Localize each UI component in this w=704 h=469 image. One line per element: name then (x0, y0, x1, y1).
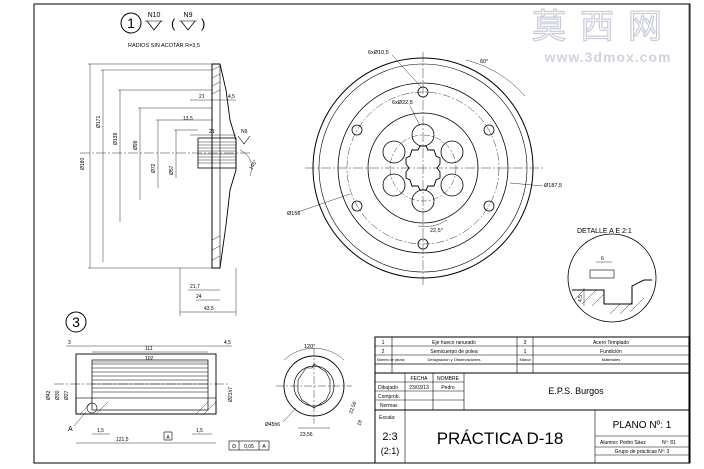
svg-text:24: 24 (196, 294, 202, 300)
svg-text:Ø180: Ø180 (80, 158, 86, 170)
svg-text:43,5: 43,5 (204, 306, 214, 312)
finish-symbol-n9: N9 (184, 12, 193, 19)
svg-text:E.P.S. Burgos: E.P.S. Burgos (548, 386, 604, 396)
svg-text:2:3: 2:3 (382, 431, 397, 443)
svg-text:莫西网: 莫西网 (532, 7, 676, 47)
svg-text:0,05: 0,05 (244, 444, 254, 450)
svg-text:22,5°: 22,5° (430, 228, 443, 234)
svg-text:Materiales: Materiales (602, 357, 620, 362)
svg-text:Ø57: Ø57 (169, 165, 175, 175)
sheet-border (33, 3, 691, 464)
svg-text:1: 1 (382, 340, 385, 346)
svg-text:23/03/13: 23/03/13 (409, 385, 429, 391)
svg-text:Escala:: Escala: (379, 415, 395, 421)
svg-text:NOMBRE: NOMBRE (437, 376, 460, 382)
svg-text:FECHA: FECHA (411, 376, 429, 382)
drawing-title: PRÁCTICA D-18 (437, 429, 564, 448)
spline-end-view: 120° Ø45h6 23,56 22,56 18 (265, 344, 364, 438)
svg-text:Ø72: Ø72 (151, 163, 157, 173)
svg-text:N9: N9 (241, 129, 248, 135)
svg-text:Ø138: Ø138 (113, 133, 119, 145)
svg-text:(2:1): (2:1) (381, 446, 400, 456)
detail-a: DETALLE A E 2:1 6 4,5 (567, 228, 657, 323)
svg-text:(: ( (171, 16, 176, 31)
svg-text:Fundición: Fundición (600, 349, 622, 355)
svg-text:2: 2 (382, 349, 385, 355)
svg-text:4,5: 4,5 (224, 340, 231, 346)
svg-text:): ) (201, 16, 205, 31)
svg-text:PLANO Nº: 1: PLANO Nº: 1 (613, 420, 672, 431)
svg-text:121,5: 121,5 (116, 437, 129, 443)
svg-text:3: 3 (72, 314, 80, 330)
radius-note: RADIOS SIN ACOTAR R=3,5 (128, 43, 200, 49)
svg-text:www.3dmox.com: www.3dmox.com (544, 49, 672, 65)
svg-text:Marca: Marca (519, 357, 531, 362)
svg-text:Ø30: Ø30 (55, 390, 61, 400)
svg-text:Ø45h6: Ø45h6 (265, 422, 280, 428)
svg-text:120°: 120° (304, 344, 315, 350)
svg-text:23,56: 23,56 (300, 432, 313, 438)
view-1-label: 1 N10 ( N9 ) RADIOS SIN ACOTAR R=3,5 (120, 12, 205, 49)
watermark-logo: 莫西网 www.3dmox.com (531, 6, 676, 65)
svg-text:Normas: Normas (380, 403, 398, 409)
svg-text:Ø187,5: Ø187,5 (544, 183, 562, 189)
svg-text:13,5: 13,5 (183, 116, 193, 122)
svg-text:1,5: 1,5 (196, 428, 203, 434)
svg-text:Alumno: Pedro Sáez: Alumno: Pedro Sáez (600, 440, 646, 446)
svg-text:Ø99: Ø99 (133, 140, 139, 150)
svg-text:Acero Templado: Acero Templado (593, 340, 629, 346)
svg-text:102: 102 (145, 356, 154, 362)
svg-text:21: 21 (209, 129, 215, 135)
view-3-label: 3 (65, 311, 87, 333)
svg-text:1: 1 (524, 349, 527, 355)
svg-text:21,7: 21,7 (190, 284, 200, 290)
svg-text:18: 18 (356, 419, 364, 426)
svg-text:Ø171: Ø171 (96, 116, 102, 128)
finish-symbol-n10: N10 (148, 12, 161, 19)
svg-text:6xØ10,5: 6xØ10,5 (368, 50, 389, 56)
svg-text:1,5: 1,5 (97, 428, 104, 434)
svg-text:Ø27: Ø27 (64, 390, 70, 400)
view-1-section: Ø180 Ø171 Ø138 Ø99 Ø72 Ø57 21 4,5 21 13,… (80, 63, 259, 316)
svg-text:A: A (262, 444, 266, 450)
svg-text:3: 3 (68, 340, 71, 346)
svg-text:A: A (68, 426, 73, 433)
svg-text:Eje hueco ranurado: Eje hueco ranurado (432, 340, 476, 346)
svg-text:Designación y Observaciones: Designación y Observaciones (428, 357, 481, 362)
svg-text:⊙: ⊙ (231, 444, 236, 450)
svg-text:3: 3 (524, 340, 527, 346)
svg-text:4,5: 4,5 (578, 295, 584, 302)
svg-text:1: 1 (127, 15, 135, 31)
svg-text:21: 21 (199, 94, 205, 100)
title-block: 1 Eje hueco ranurado 3 Acero Templado 2 … (374, 336, 690, 464)
front-view-pulley: 6xØ10,5 6xØ22,5 60° Ø187,5 Ø156 22,5° (287, 50, 562, 285)
svg-text:6: 6 (601, 256, 604, 262)
svg-text:Ø21h7: Ø21h7 (228, 387, 234, 402)
svg-text:Número de piezas: Número de piezas (377, 358, 405, 362)
svg-text:Comprob.: Comprob. (378, 394, 400, 400)
svg-text:22,56: 22,56 (348, 401, 358, 415)
svg-text:Nº: 81: Nº: 81 (662, 440, 676, 446)
svg-text:4,5: 4,5 (228, 94, 235, 100)
svg-text:A: A (166, 435, 170, 441)
svg-text:111: 111 (145, 346, 153, 352)
detail-title: DETALLE A E 2:1 (577, 228, 632, 235)
svg-text:60°: 60° (480, 59, 488, 65)
svg-text:Grupo de prácticas Nº: 3: Grupo de prácticas Nº: 3 (615, 449, 670, 455)
svg-text:Semicuerpo de polea: Semicuerpo de polea (430, 349, 477, 355)
geometric-tolerance-frame: ⊙ 0,05 A (228, 440, 270, 451)
svg-text:Dibujado: Dibujado (378, 385, 398, 391)
svg-text:Ø42: Ø42 (46, 390, 52, 400)
svg-text:145°: 145° (249, 159, 259, 171)
svg-text:6xØ22,5: 6xØ22,5 (392, 100, 413, 106)
view-3-shaft: 3 4,5 111 102 Ø42 Ø30 Ø27 Ø21h7 A 1,5 1,… (46, 340, 270, 451)
svg-text:Ø156: Ø156 (287, 211, 300, 217)
svg-text:Pedro: Pedro (441, 385, 455, 391)
